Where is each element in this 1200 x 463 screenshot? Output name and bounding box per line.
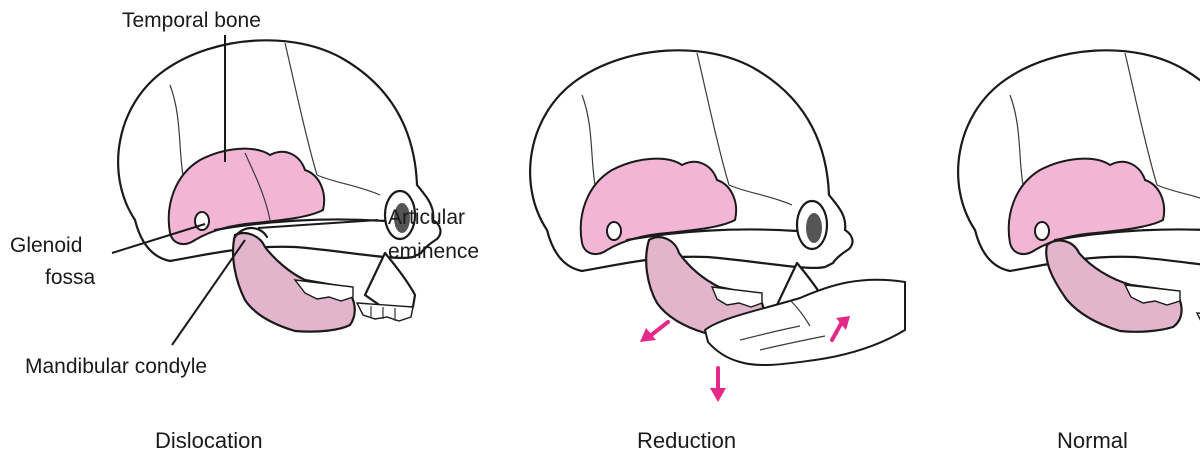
label-temporal-bone: Temporal bone [122,9,261,32]
mandible-dislocated [231,231,356,333]
panel-normal [957,49,1200,333]
caption-dislocation: Dislocation [155,428,263,453]
label-articular-eminence-2: eminence [388,240,479,263]
caption-reduction: Reduction [637,428,736,453]
label-articular-eminence-1: Articular [388,206,465,229]
mandible-normal [1045,239,1183,333]
panel-reduction [529,49,854,335]
arrow-up [830,320,844,342]
arrow-down-back [648,320,670,338]
hand-illustration [703,278,906,367]
label-mandibular-condyle: Mandibular condyle [25,355,207,378]
panel-dislocation [117,39,442,333]
reduction-arrows [640,316,850,402]
caption-normal: Normal [1057,428,1128,453]
label-glenoid-fossa-2: fossa [45,266,96,289]
label-glenoid-fossa-1: Glenoid [10,234,82,257]
